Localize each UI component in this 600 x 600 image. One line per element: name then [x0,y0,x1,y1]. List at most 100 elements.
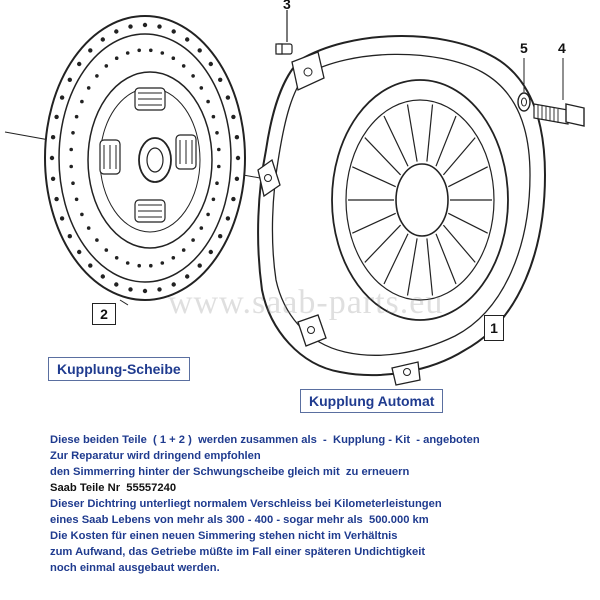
rivet [80,99,84,104]
text-line: eines Saab Lebens von mehr als 300 - 400… [50,514,429,526]
rivet [181,248,186,252]
rivet [171,56,176,60]
rivet [208,249,213,255]
rivet [149,263,153,268]
rivet [185,37,190,42]
diaphragm-finger [448,212,488,234]
friction-lining-rivets [49,22,241,294]
rivet [128,24,133,29]
diaphragm-finger [448,166,488,188]
rivet [88,263,93,268]
diaphragm-finger [352,212,396,234]
diaphragm-finger [406,104,418,162]
rivet [211,114,216,119]
diaphragm-finger [364,137,402,176]
diaphragm-finger [383,233,409,285]
rivet [234,176,240,181]
clutch-exploded-drawing [4,10,585,386]
text-line: zum Aufwand, das Getriebe müßte im Fall … [50,546,426,558]
diaphragm-finger [383,115,409,167]
rivet [208,61,213,67]
rivet [50,176,56,181]
rivet [218,77,223,83]
rivet [225,95,231,100]
diaphragm-spring-fingers [348,104,492,296]
pressure-plate [257,35,547,386]
text-line: Die Kosten für einen neuen Simmering ste… [50,530,398,542]
watermark: www.saab-parts.eu [168,284,444,321]
diaphragm-finger [442,224,476,263]
rivet [217,147,221,152]
diaphragm-finger [426,238,434,296]
label-pressure-plate: Kupplung Automat [300,389,444,413]
part-number-1: 1 [484,315,504,341]
label-clutch-disc: Kupplung-Scheibe [48,357,190,381]
rivet [206,99,210,104]
rivet [67,77,73,83]
rivet [191,238,195,242]
diaphragm-finger [426,104,434,162]
rivet [86,226,91,230]
rivet [86,86,91,90]
rivet [137,48,141,53]
rivet [67,234,73,239]
diaphragm-finger [435,233,457,285]
rivet [197,48,202,53]
rivet [80,212,84,217]
rivet [211,197,216,202]
rivet [160,51,165,55]
rivet [157,287,162,292]
rivet [104,64,109,68]
rivet [171,282,176,287]
diaphragm-finger [406,238,418,296]
text-line: Dieser Dichtring unterliegt normalem Ver… [50,498,442,510]
clutch-disc [44,15,246,306]
diaphragm-finger [364,224,402,263]
description-text: Diese beiden Teile ( 1 + 2 ) werden zusa… [50,432,590,576]
rivet [74,114,79,119]
rivet [69,147,73,152]
rivet [142,288,148,294]
rivet [104,248,109,252]
part-number-4: 4 [558,40,566,56]
rivet [114,29,119,34]
rivet [114,56,119,60]
rivet [157,24,162,29]
rivet [160,261,165,265]
rivet [100,37,106,42]
rivet [125,261,130,265]
rivet [59,216,65,221]
rivet [77,61,82,67]
rivet [197,263,202,268]
rivet [171,29,176,34]
part-number-line: Saab Teile Nr 55557240 [50,482,177,494]
rivet [185,274,190,279]
diaphragm-finger [352,166,396,188]
text-line: Diese beiden Teile ( 1 + 2 ) werden zusa… [50,434,480,446]
rivet [171,255,176,260]
rivet [125,51,130,55]
rivet [59,95,65,100]
rivet [217,164,221,169]
rivet [71,131,75,135]
rivet [149,48,153,53]
rivet [215,131,219,135]
rivet [234,135,240,140]
rivet [88,48,93,53]
part-number-2: 2 [92,303,116,325]
rivet [225,216,231,221]
rivet [77,249,82,255]
rivet [49,155,55,161]
part-number-3: 3 [283,0,291,12]
rivet [191,74,195,78]
rivet [69,164,73,169]
diaphragm-finger [442,137,476,176]
rivet [235,155,241,161]
rivet [54,196,59,202]
rivet [74,197,79,202]
rivet [71,181,75,185]
rivet [54,114,59,120]
bolt-part-4 [533,58,585,127]
rivet [142,22,148,28]
rivet [114,282,119,287]
